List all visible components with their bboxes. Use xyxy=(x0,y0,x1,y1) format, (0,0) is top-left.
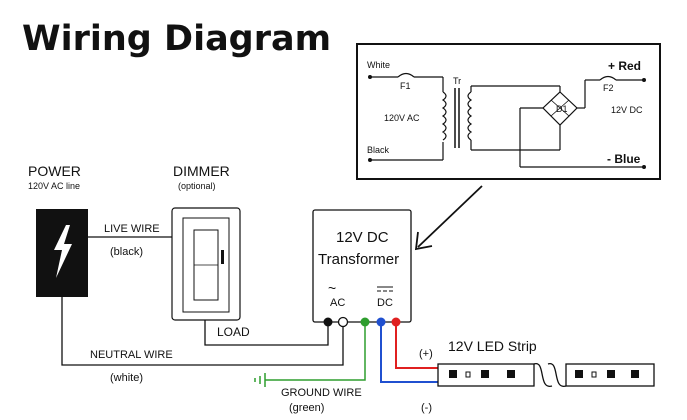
transformer-coil-icon xyxy=(441,88,473,148)
terminal-ac-black xyxy=(323,317,333,327)
ac-symbol-icon: ~ xyxy=(328,280,336,296)
dc-terminal-label: DC xyxy=(377,297,393,309)
inset-dc-label: 12V DC xyxy=(611,105,643,115)
led-strip xyxy=(437,363,655,387)
inset-terminal-blue xyxy=(642,165,646,169)
ground-wire xyxy=(265,322,366,381)
power-label: POWER xyxy=(28,163,81,179)
led-chip xyxy=(449,370,457,378)
fuse-f1-icon xyxy=(397,72,415,78)
inset-blue-label: - Blue xyxy=(607,152,641,166)
bridge-tag: D1 xyxy=(556,104,568,114)
live-wire-color-label: (black) xyxy=(110,246,143,258)
ground-symbol-icon xyxy=(254,373,266,387)
led-chip xyxy=(507,370,515,378)
inset-terminal-red xyxy=(642,78,646,82)
fuse-f2-tag: F2 xyxy=(603,83,614,93)
led-positive-label: (+) xyxy=(419,348,433,360)
bridge-rectifier-icon xyxy=(542,91,578,126)
negative-wire-blue xyxy=(380,322,438,383)
inset-ac-label: 120V AC xyxy=(384,113,420,123)
led-chip xyxy=(607,370,615,378)
inset-frame xyxy=(356,43,661,180)
page-title: Wiring Diagram xyxy=(22,19,331,59)
dimmer-sublabel: (optional) xyxy=(178,181,216,191)
strip-break-icon xyxy=(533,363,553,387)
led-chip xyxy=(481,370,489,378)
transformer-line2: Transformer xyxy=(318,251,399,268)
dimmer-switch-icon xyxy=(171,207,241,321)
load-label: LOAD xyxy=(217,325,250,339)
terminal-ac-white xyxy=(337,316,349,328)
resistor xyxy=(465,371,471,378)
inset-red-label: + Red xyxy=(608,59,641,73)
inset-black-label: Black xyxy=(367,145,390,155)
ground-wire-color-label: (green) xyxy=(289,402,324,414)
transformer-schematic-inset: Tr D1 White Black 120V AC 12V DC + Red xyxy=(356,43,661,180)
neutral-wire-label: NEUTRAL WIRE xyxy=(90,349,173,361)
neutral-wire xyxy=(61,297,344,366)
led-strip-label: 12V LED Strip xyxy=(448,338,537,354)
ac-terminal-label: AC xyxy=(330,297,345,309)
transformer-line1: 12V DC xyxy=(336,229,389,246)
fuse-f2-icon xyxy=(599,75,617,81)
led-negative-label: (-) xyxy=(421,402,432,414)
lightning-icon xyxy=(54,225,72,278)
live-wire-label: LIVE WIRE xyxy=(104,223,160,235)
terminal-dc-positive xyxy=(391,317,401,327)
terminal-ground xyxy=(360,317,370,327)
ground-wire-label: GROUND WIRE xyxy=(281,387,362,399)
dc-symbol-icon xyxy=(377,286,393,292)
resistor xyxy=(591,371,597,378)
inset-white-label: White xyxy=(367,60,390,70)
terminal-dc-negative xyxy=(376,317,386,327)
led-chip xyxy=(631,370,639,378)
positive-wire-red xyxy=(395,322,438,369)
transformer-tag: Tr xyxy=(453,76,461,86)
fuse-f1-tag: F1 xyxy=(400,81,411,91)
led-chip xyxy=(575,370,583,378)
dimmer-label: DIMMER xyxy=(173,163,230,179)
load-wire xyxy=(204,320,329,346)
power-sublabel: 120V AC line xyxy=(28,181,80,191)
callout-arrow xyxy=(414,185,483,251)
neutral-wire-color-label: (white) xyxy=(110,372,143,384)
